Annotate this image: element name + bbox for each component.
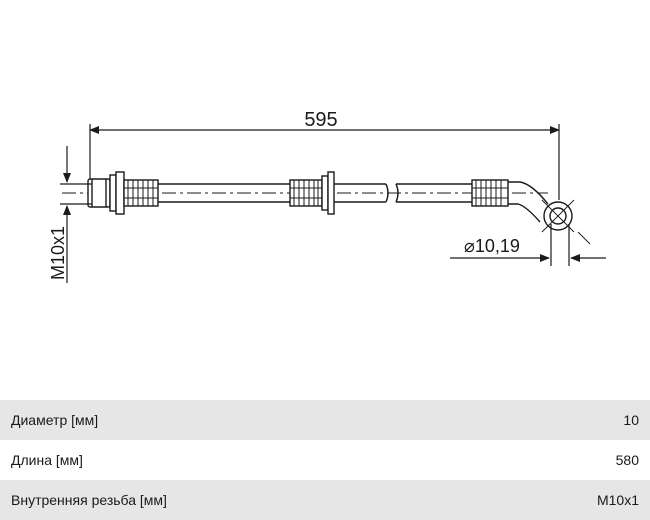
spec-value: 580 <box>615 452 639 468</box>
spec-label: Диаметр [мм] <box>11 412 99 428</box>
thread-dimension-label: M10x1 <box>48 226 68 280</box>
spec-label: Внутренняя резьба [мм] <box>11 492 167 508</box>
length-dimension-label: 595 <box>304 109 337 131</box>
hose-body <box>87 171 573 231</box>
spec-table: Диаметр [мм] 10 Длина [мм] 580 Внутрення… <box>0 400 650 520</box>
spec-value: 10 <box>623 412 639 428</box>
spec-label: Длина [мм] <box>11 452 83 468</box>
spec-row-diameter: Диаметр [мм] 10 <box>0 400 650 440</box>
spec-row-length: Длина [мм] 580 <box>0 440 650 480</box>
length-dimension <box>89 124 560 200</box>
crimp-hatching <box>124 180 508 206</box>
diameter-dimension-label: ⌀10,19 <box>464 236 520 256</box>
spec-value: M10x1 <box>596 492 639 508</box>
diameter-dimension <box>450 224 606 266</box>
hose-technical-drawing: 595 <box>48 109 606 283</box>
thread-dimension <box>60 146 92 283</box>
spec-row-thread: Внутренняя резьба [мм] M10x1 <box>0 480 650 520</box>
